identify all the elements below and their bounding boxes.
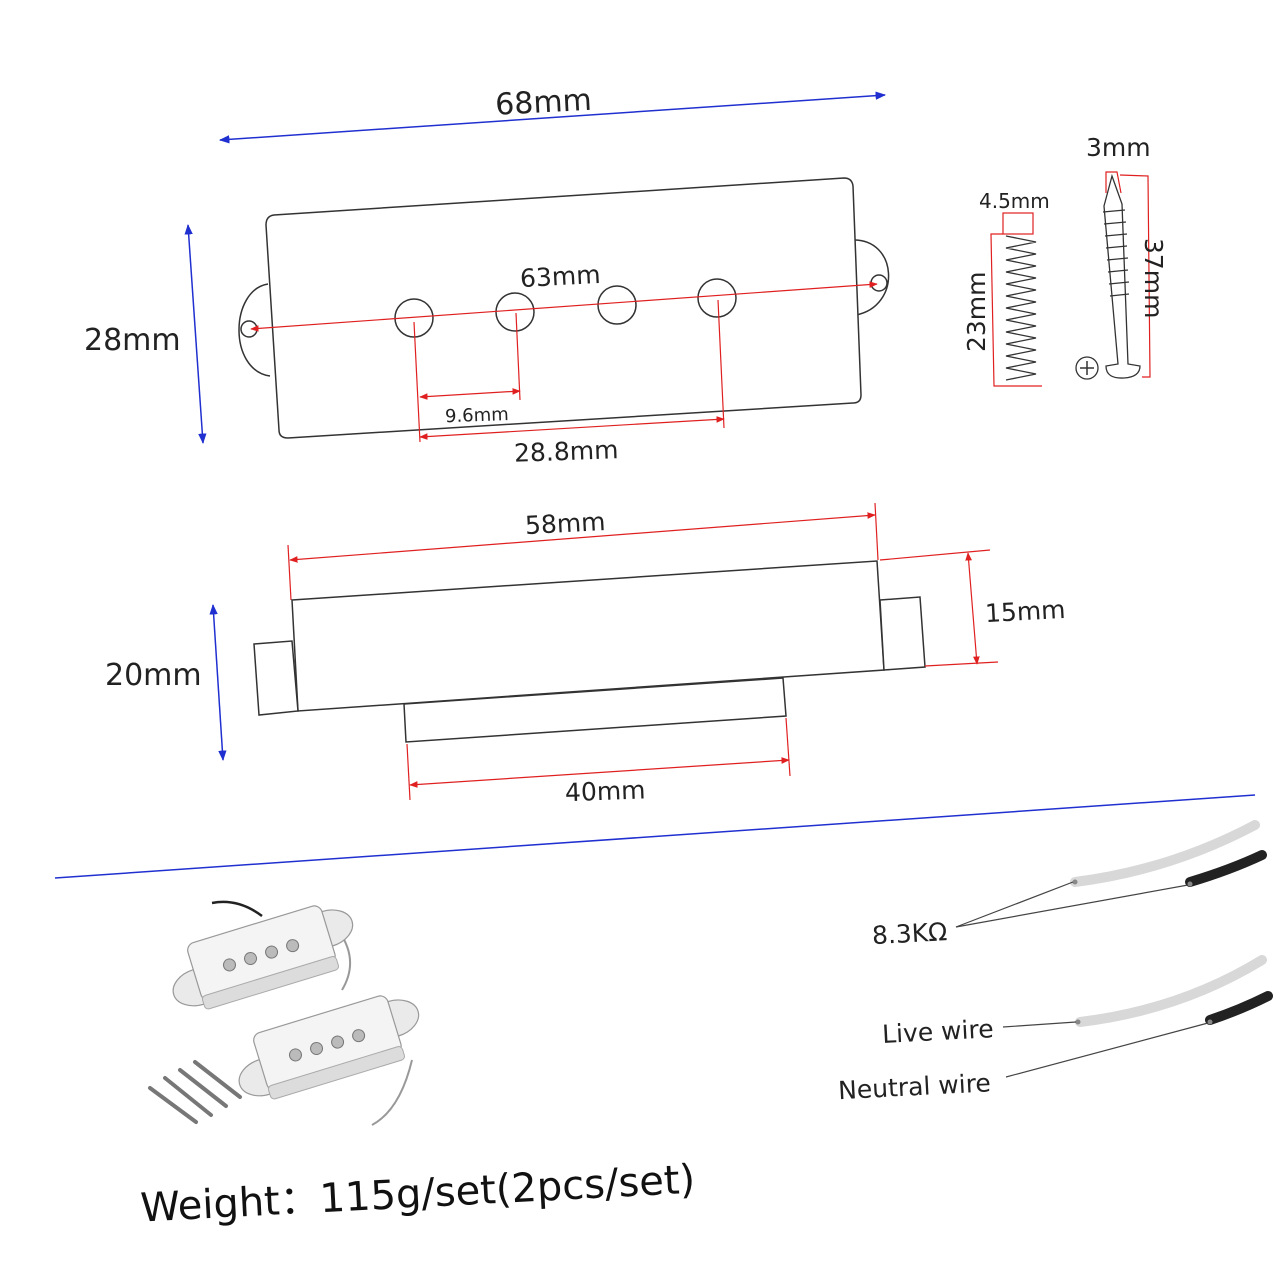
pole-span-label: 28.8mm xyxy=(514,435,619,468)
pole-spacing-label: 9.6mm xyxy=(445,404,509,427)
side-right-ear xyxy=(879,596,926,671)
side-pickup-body xyxy=(291,560,885,712)
top-width-dimension-line xyxy=(218,91,887,144)
side-width-right-extension xyxy=(874,502,879,561)
bottom-left-extension xyxy=(406,743,411,801)
spring-width-label: 4.5mm xyxy=(979,189,1050,213)
side-body-height-label: 15mm xyxy=(984,595,1066,628)
bottom-width-dimension-line xyxy=(409,757,790,788)
side-left-ear xyxy=(253,640,299,716)
top-width-label: 68mm xyxy=(494,83,592,123)
pole-1-extension xyxy=(413,321,421,443)
mount-span-label: 63mm xyxy=(519,260,601,293)
mount-span-line xyxy=(250,281,878,332)
spring-and-screw: 4.5mm 23mm 3mm 37mm xyxy=(962,133,1168,387)
wire-bottom-white-end xyxy=(1075,1019,1081,1025)
resistance-leader-1 xyxy=(955,881,1074,928)
side-body-bottom-extension xyxy=(924,661,999,667)
wire-top-white-end xyxy=(1072,879,1078,885)
side-width-dimension-line xyxy=(289,512,876,563)
screw-diameter-label: 3mm xyxy=(1086,133,1151,162)
wire-bottom-white xyxy=(1075,955,1267,1027)
live-wire-leader xyxy=(1002,1021,1077,1028)
screw-thread xyxy=(1102,209,1130,297)
spring-width-box xyxy=(1002,212,1034,235)
live-wire-label: Live wire xyxy=(881,1014,994,1049)
pole-2-extension xyxy=(515,312,521,401)
top-view: 68mm 28mm 63mm 9.6mm 28.8mm xyxy=(84,83,890,468)
wire-bottom-black-end xyxy=(1207,1019,1213,1025)
pickup-photo-2 xyxy=(238,995,420,1100)
spring-length-bracket xyxy=(990,233,1042,387)
spring-icon xyxy=(1005,235,1037,381)
section-divider xyxy=(54,794,1256,879)
spring-length-label: 23mm xyxy=(962,271,991,352)
side-body-height-line xyxy=(965,552,980,665)
screw-head-icon xyxy=(1075,356,1099,380)
wire-bottom-black xyxy=(1205,991,1273,1025)
bottom-width-label: 40mm xyxy=(564,775,645,807)
pickup-photo-1 xyxy=(172,905,354,1010)
screw-icon xyxy=(1103,173,1141,379)
screw-diameter-bracket xyxy=(1105,171,1122,194)
weight-label: Weight：115g/set(2pcs/set) xyxy=(139,1157,696,1232)
pickup-photo xyxy=(148,900,420,1126)
screw-length-bracket xyxy=(1119,174,1151,378)
top-height-label: 28mm xyxy=(84,323,181,358)
side-width-label: 58mm xyxy=(524,507,606,540)
left-mount-ear xyxy=(238,283,271,377)
side-total-height-line xyxy=(209,603,227,762)
resistance-leader-2 xyxy=(955,884,1189,928)
black-lead-wire xyxy=(211,900,263,918)
side-body-top-extension xyxy=(879,549,991,561)
wire-top-black xyxy=(1185,850,1267,887)
screws-photo xyxy=(148,1060,242,1124)
neutral-wire-leader xyxy=(1005,1022,1209,1078)
side-total-height-label: 20mm xyxy=(105,658,202,693)
neutral-wire-label: Neutral wire xyxy=(837,1068,991,1105)
side-bottom-base xyxy=(403,677,787,743)
side-width-left-extension xyxy=(287,544,292,601)
wire-top-white xyxy=(1070,820,1260,887)
wire-top-black-end xyxy=(1187,881,1193,887)
resistance-label: 8.3KΩ xyxy=(871,917,948,950)
screw-length-label: 37mm xyxy=(1139,238,1168,319)
right-mount-hole xyxy=(870,274,888,292)
side-view: 58mm 20mm 15mm 40mm xyxy=(105,502,1066,807)
pole-4-extension xyxy=(717,299,725,429)
wiring-diagram: 8.3KΩ Live wire Neutral wire xyxy=(837,820,1273,1105)
pole-span-line xyxy=(419,416,725,440)
top-height-dimension-line xyxy=(184,223,207,445)
bottom-right-extension xyxy=(785,717,791,777)
top-pickup-body xyxy=(265,177,862,439)
pole-spacing-line xyxy=(419,388,521,400)
